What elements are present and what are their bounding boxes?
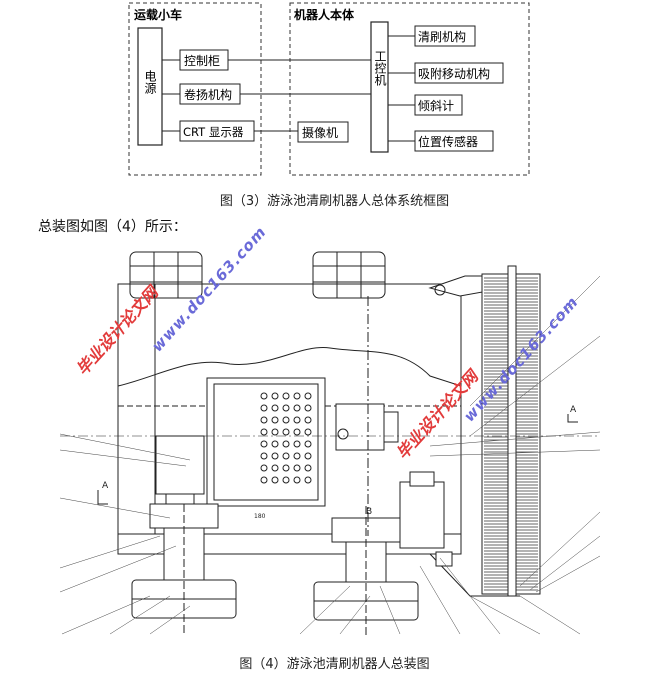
power-box (137, 27, 163, 146)
system-block-diagram: 运载小车 机器人本体 电源 控制柜 卷扬机构 CRT 显示器 摄像机 工控机 清… (128, 2, 530, 176)
leader-line (59, 449, 187, 467)
crt-label: CRT 显示器 (183, 125, 244, 139)
assembly-drawing: 180 (59, 251, 601, 636)
figure4-caption: 图（4）游泳池清刷机器人总装图 (239, 657, 430, 672)
right-actuator (399, 481, 445, 549)
output-label: 清刷机构 (418, 29, 466, 44)
mount-hole (282, 416, 290, 424)
winch-label: 卷扬机构 (184, 87, 232, 102)
control-cabinet-label: 控制柜 (184, 54, 220, 68)
mount-hole (293, 440, 301, 448)
dimension-label: 180 (254, 513, 266, 520)
right-group-label: 机器人本体 (294, 7, 355, 22)
mount-hole (293, 464, 301, 472)
output-label: 倾斜计 (418, 99, 454, 113)
section-mark-right: A (570, 405, 577, 415)
leader-line (61, 595, 151, 635)
mount-hole (304, 392, 312, 400)
mount-hole (304, 452, 312, 460)
mount-hole (260, 476, 268, 484)
mount-hole (260, 392, 268, 400)
mount-hole (282, 392, 290, 400)
mount-hole (293, 416, 301, 424)
leader-line (429, 449, 601, 457)
brush (481, 265, 541, 597)
mount-hole (260, 416, 268, 424)
leader-line (429, 431, 601, 447)
ipc-label: 工控机 (373, 50, 387, 86)
mount-hole (293, 452, 301, 460)
mount-hole (282, 452, 290, 460)
mount-hole (293, 476, 301, 484)
leader-line (59, 433, 191, 461)
mount-hole (271, 404, 279, 412)
leader-line (519, 511, 601, 587)
mount-hole (260, 404, 268, 412)
transport-cart-group (128, 2, 262, 176)
mount-hole (271, 416, 279, 424)
mount-hole (271, 464, 279, 472)
leader-line (469, 595, 541, 635)
power-label: 电源 (143, 70, 157, 95)
mount-hole (282, 476, 290, 484)
leader-line (59, 497, 171, 519)
mount-hole (304, 416, 312, 424)
leader-line (149, 605, 191, 635)
bottom-wheel-left (131, 503, 237, 636)
leader-line (529, 535, 601, 591)
mount-hole (271, 392, 279, 400)
mount-hole (282, 428, 290, 436)
mount-hole (304, 476, 312, 484)
top-wheel-right (312, 251, 386, 299)
leader-line (469, 335, 601, 437)
left-group-label: 运载小车 (134, 7, 182, 22)
mount-hole (304, 464, 312, 472)
leader-line (339, 595, 371, 635)
mount-hole (282, 440, 290, 448)
top-wheel-left (129, 251, 203, 299)
body-text: 总装图如图（4）所示： (38, 219, 187, 235)
mount-hole (271, 428, 279, 436)
robot-body-group (289, 2, 530, 176)
leader-line (535, 555, 601, 593)
mount-hole (271, 452, 279, 460)
leader-line (59, 535, 161, 569)
mount-hole (304, 440, 312, 448)
leader-line (519, 595, 581, 635)
leader-line (469, 275, 601, 407)
ipc-box (370, 21, 389, 153)
hole-grid (260, 392, 312, 484)
figure3-caption: 图（3）游泳池清刷机器人总体系统框图 (219, 194, 450, 209)
leader-line (299, 585, 351, 635)
mount-hole (304, 428, 312, 436)
mount-hole (293, 392, 301, 400)
center-mark: B (366, 507, 372, 517)
leader-line (419, 565, 461, 635)
leader-line (109, 595, 171, 635)
mount-hole (282, 404, 290, 412)
motor (335, 403, 385, 451)
mount-hole (260, 440, 268, 448)
section-mark-left: A (102, 481, 109, 491)
frame-contour (117, 347, 462, 387)
main-frame (117, 283, 462, 555)
camera-box (297, 121, 349, 143)
mount-hole (282, 464, 290, 472)
mount-hole (293, 404, 301, 412)
camera-label: 摄像机 (302, 125, 338, 140)
mount-hole (304, 404, 312, 412)
output-label: 吸附移动机构 (418, 66, 490, 81)
mount-hole (260, 464, 268, 472)
mount-hole (260, 428, 268, 436)
mount-hole (271, 440, 279, 448)
leader-line (59, 545, 177, 593)
mount-hole (293, 428, 301, 436)
leader-line (379, 585, 401, 635)
output-label: 位置传感器 (418, 134, 478, 149)
mount-hole (260, 452, 268, 460)
mount-hole (271, 476, 279, 484)
